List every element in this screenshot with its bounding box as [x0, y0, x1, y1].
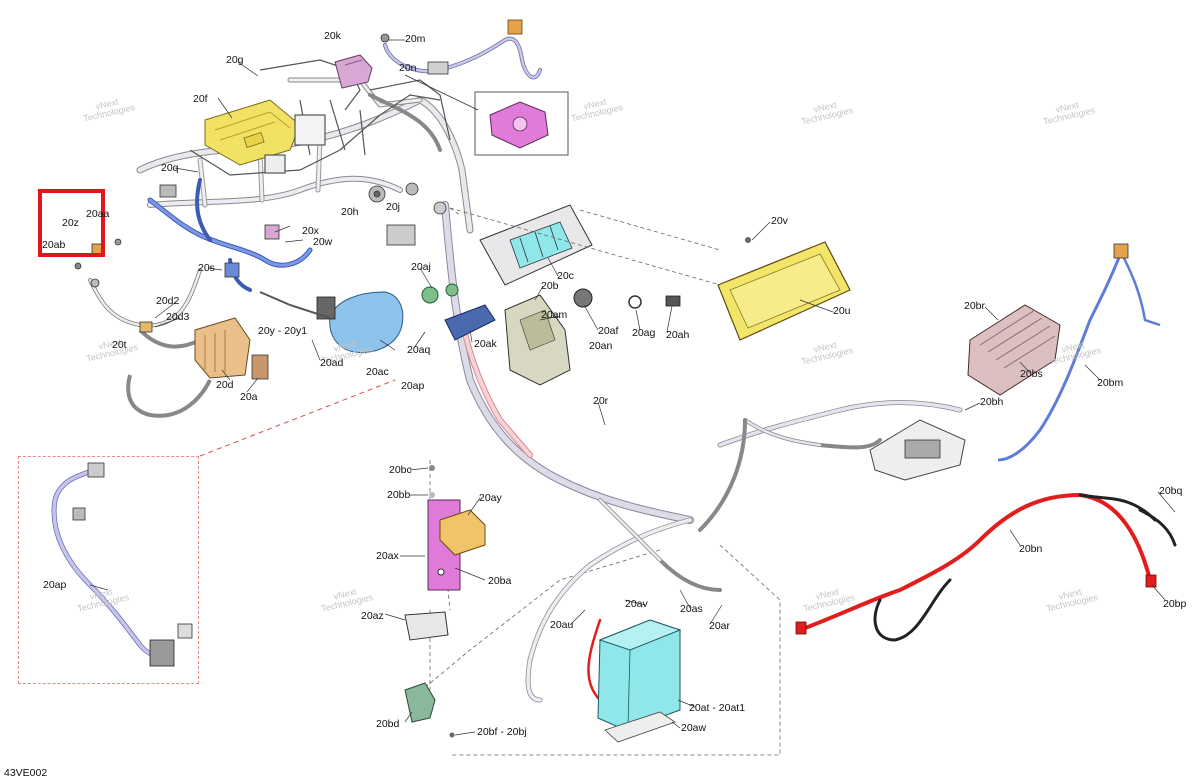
callout-20br[interactable]: 20br — [964, 300, 986, 312]
callout-20bf-20bj[interactable]: 20bf - 20bj — [477, 726, 527, 738]
harness-20bm — [997, 254, 1122, 462]
screw-20v — [745, 237, 751, 243]
callout-20w[interactable]: 20w — [313, 236, 333, 248]
callout-20af[interactable]: 20af — [598, 325, 619, 337]
connector-20bd — [404, 682, 436, 723]
callout-leaders — [89, 39, 1176, 736]
lower-left-harness — [126, 328, 212, 418]
callout-20aa[interactable]: 20aa — [86, 208, 110, 220]
part-20a — [251, 354, 269, 380]
callout-20h[interactable]: 20h — [341, 206, 359, 218]
callout-20bs[interactable]: 20bs — [1020, 368, 1043, 380]
callout-20d2[interactable]: 20d2 — [156, 295, 180, 307]
callout-20v[interactable]: 20v — [771, 215, 788, 227]
callout-20ac[interactable]: 20ac — [366, 366, 389, 378]
callout-20ad[interactable]: 20ad — [320, 357, 344, 369]
callout-20ar[interactable]: 20ar — [709, 620, 731, 632]
callout-20q[interactable]: 20q — [161, 162, 179, 174]
callout-20an[interactable]: 20an — [589, 340, 613, 352]
connector-20k — [334, 54, 373, 89]
bracket-20az — [404, 611, 449, 641]
callout-20t[interactable]: 20t — [112, 339, 127, 351]
callout-20ap-detail[interactable]: 20ap — [43, 579, 67, 591]
callout-20ba[interactable]: 20ba — [488, 575, 512, 587]
callout-20bb[interactable]: 20bb — [387, 489, 411, 501]
knob-20af — [573, 288, 593, 308]
connector-20aj — [421, 283, 459, 304]
red-dashed-leader — [199, 379, 396, 457]
bracket-20ay — [427, 499, 486, 591]
rectifier-20br — [967, 304, 1061, 396]
part-20ah — [665, 295, 681, 307]
callout-20aw[interactable]: 20aw — [681, 722, 707, 734]
diagram-code: 43VE002 — [4, 767, 48, 779]
callout-20s[interactable]: 20s — [198, 262, 215, 274]
callout-20d3[interactable]: 20d3 — [166, 311, 190, 323]
battery-cable-20bn — [798, 492, 1177, 642]
highlight-box-20z — [38, 189, 105, 257]
bracket-20d — [139, 317, 251, 379]
callout-20bp[interactable]: 20bp — [1163, 598, 1187, 610]
display-20u — [717, 241, 851, 341]
ecu-module-20f — [204, 99, 301, 166]
callout-20u[interactable]: 20u — [833, 305, 851, 317]
callout-20ab[interactable]: 20ab — [42, 239, 66, 251]
callout-20aj[interactable]: 20aj — [411, 261, 431, 273]
callout-20am[interactable]: 20am — [541, 309, 568, 321]
harness-20bm-top — [1118, 249, 1161, 327]
callout-20bc[interactable]: 20bc — [389, 464, 412, 476]
ring-20ag — [628, 295, 642, 309]
switch-panel-20c — [479, 204, 593, 286]
callout-20ap[interactable]: 20ap — [401, 380, 425, 392]
detail-inset-20n — [404, 74, 569, 156]
callout-20bm[interactable]: 20bm — [1097, 377, 1124, 389]
callout-20bd[interactable]: 20bd — [376, 718, 400, 730]
callout-20d[interactable]: 20d — [216, 379, 234, 391]
detail-box-20ap — [18, 456, 199, 684]
callout-20bh[interactable]: 20bh — [980, 396, 1004, 408]
callout-20y-20y1[interactable]: 20y - 20y1 — [258, 325, 308, 337]
callout-20a[interactable]: 20a — [240, 391, 258, 403]
callout-20ak[interactable]: 20ak — [474, 338, 497, 350]
callout-20ay[interactable]: 20ay — [479, 492, 502, 504]
callout-20m[interactable]: 20m — [405, 33, 426, 45]
callout-20b[interactable]: 20b — [541, 280, 559, 292]
module-20ac — [316, 291, 404, 354]
callout-20aq[interactable]: 20aq — [407, 344, 431, 356]
callout-20g[interactable]: 20g — [226, 54, 244, 66]
switch-panel-20ak — [444, 304, 496, 341]
pad-20aw — [604, 711, 676, 743]
callout-20bq[interactable]: 20bq — [1159, 485, 1183, 497]
battery-20at — [597, 619, 682, 731]
bracket-20y — [259, 291, 331, 319]
callout-20av[interactable]: 20av — [625, 598, 648, 610]
callout-20ag[interactable]: 20ag — [632, 327, 656, 339]
lower-harness — [525, 418, 747, 703]
callout-20au[interactable]: 20au — [550, 619, 574, 631]
parts-20z-20aa-20ab — [74, 238, 122, 288]
callout-20k[interactable]: 20k — [324, 30, 341, 42]
callout-20at-20at1[interactable]: 20at - 20at1 — [689, 702, 746, 714]
callout-20n[interactable]: 20n — [399, 62, 417, 74]
harness-20m — [380, 19, 542, 80]
callout-20ax[interactable]: 20ax — [376, 550, 399, 562]
callout-20r[interactable]: 20r — [593, 395, 609, 407]
callout-20z[interactable]: 20z — [62, 217, 79, 229]
callout-20bn[interactable]: 20bn — [1019, 543, 1043, 555]
bracket-20bh — [869, 419, 966, 481]
callout-20f[interactable]: 20f — [193, 93, 208, 105]
callout-20az[interactable]: 20az — [361, 610, 384, 622]
callout-20as[interactable]: 20as — [680, 603, 703, 615]
right-harness — [717, 400, 963, 450]
small-connectors — [159, 182, 447, 278]
callout-20ah[interactable]: 20ah — [666, 329, 690, 341]
detail-20ap-harness — [51, 462, 193, 667]
callout-20c[interactable]: 20c — [557, 270, 574, 282]
callout-20x[interactable]: 20x — [302, 225, 319, 237]
callout-20j[interactable]: 20j — [386, 201, 401, 213]
